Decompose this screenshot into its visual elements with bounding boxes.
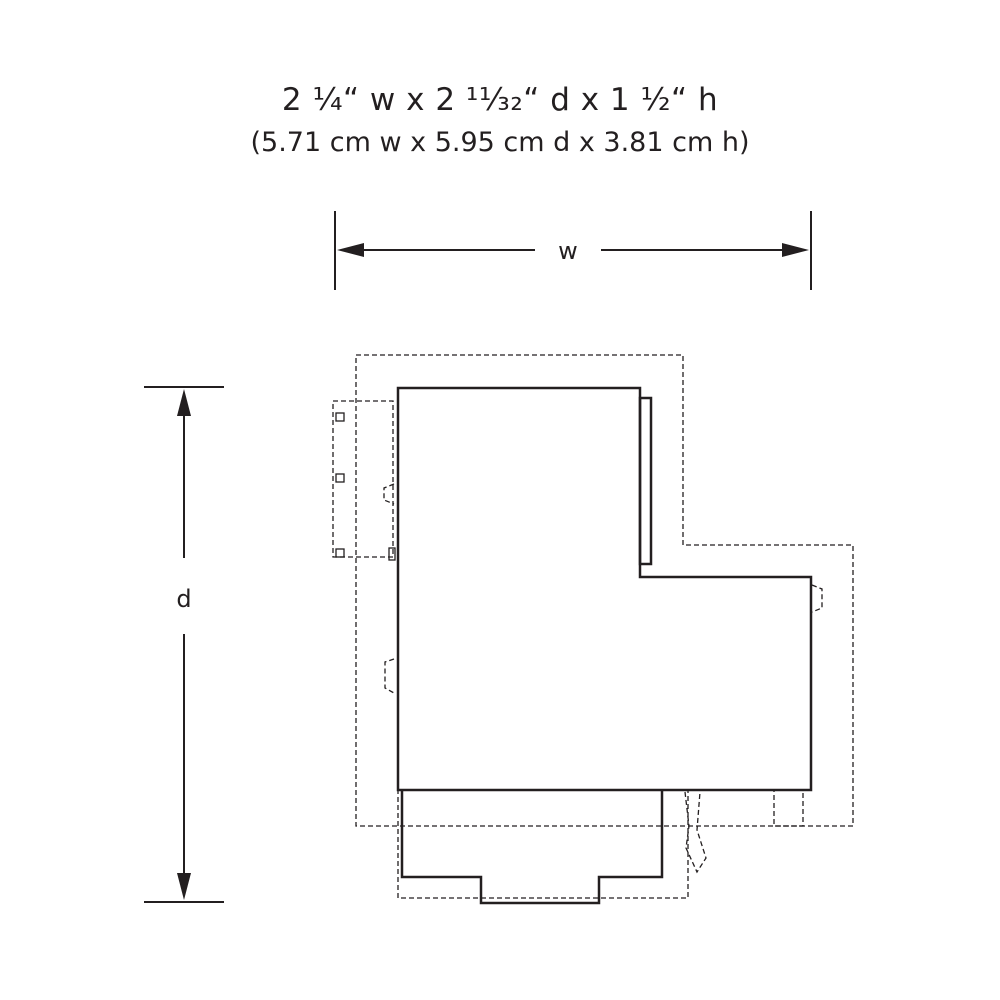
dimensions-imperial: 2 ¼“ w x 2 ¹¹⁄₃₂“ d x 1 ½“ h <box>281 82 719 118</box>
left-tab-slot-1 <box>335 412 345 422</box>
left-clip-upper <box>383 483 395 505</box>
depth-arrowhead-top <box>177 389 191 416</box>
left-tab-slot-4 <box>388 547 396 561</box>
left-tab-slot-2 <box>335 473 345 483</box>
width-arrowhead-right <box>782 243 809 257</box>
width-label: w <box>558 237 578 265</box>
width-dimension: w <box>334 211 812 290</box>
width-arrowhead-left <box>337 243 364 257</box>
bottom-dashed-outline <box>397 789 689 899</box>
bottom-extension-outline <box>400 790 664 905</box>
left-tab-slot-3 <box>335 548 345 558</box>
right-clip <box>811 584 823 613</box>
bottom-clip <box>684 791 707 874</box>
depth-arrowhead-bottom <box>177 873 191 900</box>
bottom-right-dashed-box <box>773 789 804 827</box>
hidden-outline <box>332 354 854 899</box>
solid-outline <box>396 386 813 905</box>
left-clip-lower <box>384 658 395 694</box>
side-strip <box>638 396 653 566</box>
main-body-outline <box>396 386 813 792</box>
outer-dashed-outline <box>355 354 854 827</box>
left-dashed-tab <box>332 400 394 558</box>
depth-dimension: d <box>144 386 224 903</box>
dimensions-metric: (5.71 cm w x 5.95 cm d x 3.81 cm h) <box>250 127 750 158</box>
depth-label: d <box>176 585 191 613</box>
